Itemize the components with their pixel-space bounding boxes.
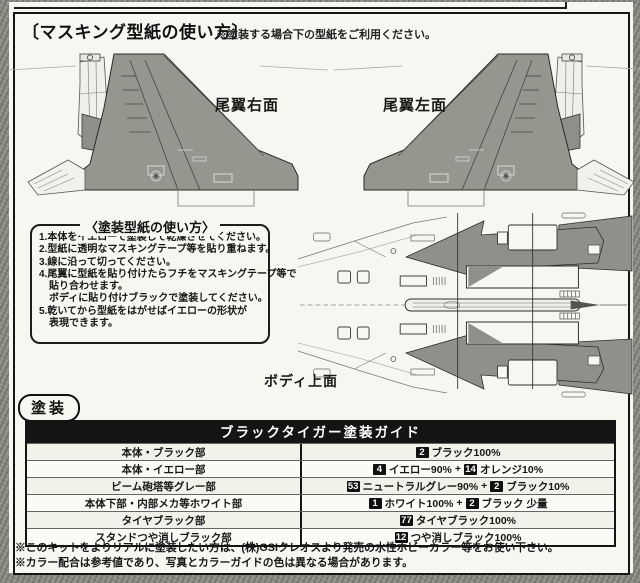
previous-box-corner <box>565 2 567 9</box>
instruction-step: 3.線に沿って切ってください。 <box>39 256 177 268</box>
instruction-step: 1.本体をイエローで塗装して乾燥させてください。 <box>39 232 267 243</box>
masking-section-title: 〔マスキング型紙の使い方〕 <box>22 23 249 42</box>
mix-plus: + <box>456 497 463 509</box>
color-number-badge: 12 <box>394 531 408 543</box>
part-name: ビーム砲塔等グレー部 <box>27 478 302 494</box>
color-number-badge: 4 <box>372 463 386 475</box>
fin-left-label: 尾翼左面 <box>383 97 448 114</box>
instruction-step: 4.尾翼に型紙を貼り付けたらフチをマスキングテープ等で <box>39 268 297 280</box>
body-top-label: ボディ上面 <box>264 373 339 389</box>
instruction-step: ボディに貼り付けブラックで塗装してください。 <box>39 293 268 305</box>
part-name: スタンドつや消しブラック部 <box>27 529 302 545</box>
howto-title: 〈塗装型紙の使い方〉 <box>79 217 221 236</box>
part-name: 本体・イエロー部 <box>27 461 302 477</box>
instruction-step: 表現できます。 <box>39 318 118 330</box>
instruction-step: 貼り合わせます。 <box>39 281 128 293</box>
howto-box: 〈塗装型紙の使い方〉 1.本体をイエローで塗装して乾燥させてください。2.型紙に… <box>30 217 297 344</box>
color-number-badge: 2 <box>415 446 429 458</box>
instruction-step: 5.乾いてから型紙をはがせばイエローの形状が <box>39 305 247 317</box>
part-name: タイヤブラック部 <box>27 512 302 528</box>
color-name: オレンジ10% <box>480 463 544 476</box>
body-top-diagram <box>297 212 633 398</box>
color-name: ニュートラルグレー90% <box>362 480 479 493</box>
paint-section-badge: 塗装 <box>18 394 81 422</box>
color-name: ブラック10% <box>506 480 570 493</box>
part-name: 本体・ブラック部 <box>27 444 302 460</box>
previous-box-edge <box>14 7 566 9</box>
color-name: つや消しブラック100% <box>410 531 522 544</box>
color-number-badge: 77 <box>399 514 413 526</box>
color-number-badge: 2 <box>465 497 479 509</box>
color-name: ブラック100% <box>431 446 501 459</box>
footnote: ※カラー配合は参考値であり、写真とカラーガイドの色は異なる場合があります。 <box>15 557 413 570</box>
color-name: イエロー90% <box>388 463 452 476</box>
section-frame <box>13 12 630 575</box>
color-number-badge: 14 <box>464 463 478 475</box>
footnotes: ※このキットをよりリアルに塗装したい方は、(株)GSIクレオスより発売の水性ホビ… <box>15 541 559 572</box>
instruction-step: 2.型紙に透明なマスキングテープ等を貼り重ねます。 <box>39 244 276 256</box>
paint-guide-table-title: ブラックタイガー塗装ガイド <box>27 422 614 443</box>
fin-right-label: 尾翼右面 <box>215 97 280 114</box>
footnote: ※このキットをよりリアルに塗装したい方は、(株)GSIクレオスより発売の水性ホビ… <box>15 542 559 554</box>
color-number-badge: 1 <box>368 497 382 509</box>
mix-plus: + <box>481 480 488 492</box>
mix-plus: + <box>454 463 462 475</box>
color-name: ブラック 少量 <box>481 497 548 510</box>
howto-steps: 1.本体をイエローで塗装して乾燥させてください。2.型紙に透明なマスキングテープ… <box>32 226 297 330</box>
color-name: ホワイト100% <box>384 497 454 510</box>
tail-fin-diagrams <box>7 53 640 207</box>
color-number-badge: 2 <box>490 480 504 492</box>
color-number-badge: 53 <box>346 480 360 492</box>
part-name: 本体下部・内部メカ等ホワイト部 <box>27 495 302 511</box>
masking-section-subtitle: ※塗装する場合下の型紙をご利用ください。 <box>216 29 436 41</box>
color-name: タイヤブラック100% <box>415 514 517 527</box>
